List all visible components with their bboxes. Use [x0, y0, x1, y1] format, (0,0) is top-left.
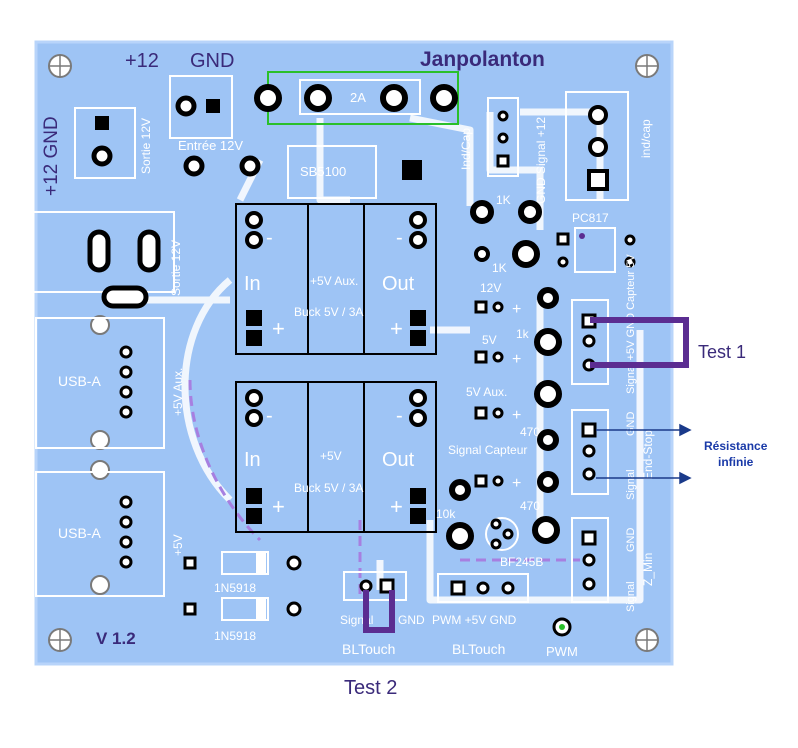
- bltouch-connector-1: [343, 571, 407, 601]
- dc-jack: [23, 211, 175, 293]
- bltouch-connector-2: [437, 573, 529, 603]
- svg-text:Signal Capteur: Signal Capteur: [448, 443, 527, 457]
- svg-text:470: 470: [520, 425, 540, 439]
- sortie-connector: [74, 107, 136, 179]
- svg-text:1N5918: 1N5918: [214, 581, 256, 595]
- diode-1n5918-2: 1N5918: [183, 597, 302, 643]
- resistance-arrows: [596, 423, 692, 485]
- label-fuse-2a: 2A: [350, 90, 366, 105]
- label-indcap-2: ind/cap: [639, 119, 653, 158]
- svg-text:Buck 5V / 3A: Buck 5V / 3A: [294, 481, 363, 495]
- label-pc817: PC817: [572, 211, 609, 225]
- test1-label: Test 1: [698, 342, 746, 362]
- svg-text:End-Stop: End-Stop: [641, 430, 655, 480]
- svg-text:12V: 12V: [480, 281, 501, 295]
- svg-text:GND: GND: [625, 412, 637, 437]
- svg-text:+: +: [272, 494, 285, 519]
- diode-sb5100: [287, 145, 377, 199]
- svg-text:GND: GND: [625, 528, 637, 553]
- svg-text:Signal: Signal: [625, 581, 637, 612]
- version-label: V 1.2: [96, 629, 136, 648]
- svg-text:PWM: PWM: [546, 644, 578, 659]
- indcap-connector-1: [487, 97, 519, 177]
- svg-text:+5V Aux.: +5V Aux.: [310, 274, 358, 288]
- svg-text:10k: 10k: [436, 507, 456, 521]
- label-plus12-gnd-left: +12 GND: [41, 116, 62, 196]
- svg-text:PWM +5V GND: PWM +5V GND: [432, 613, 517, 627]
- svg-text:+: +: [272, 316, 285, 341]
- label-sb5100: SB5100: [300, 164, 346, 179]
- label-sortie-12v-2: Sortie 12V: [169, 240, 183, 296]
- svg-text:+: +: [512, 351, 521, 368]
- resistance-label-2: infinie: [718, 455, 754, 469]
- svg-text:Signal +5V GND Capteur 5V: Signal +5V GND Capteur 5V: [625, 254, 637, 394]
- test1-loop: [590, 317, 689, 368]
- svg-text:Buck 5V / 3A: Buck 5V / 3A: [294, 305, 363, 319]
- svg-text:-: -: [266, 405, 273, 427]
- svg-text:5V: 5V: [482, 333, 497, 347]
- test2-label: Test 2: [344, 677, 397, 699]
- svg-text:Out: Out: [382, 273, 415, 295]
- label-sortie-12v: Sortie 12V: [139, 118, 153, 174]
- svg-text:+5V: +5V: [320, 449, 342, 463]
- svg-text:In: In: [244, 273, 261, 295]
- svg-text:+: +: [390, 316, 403, 341]
- buck-module-1: - - In Out + + +5V Aux. Buck 5V / 3A: [235, 203, 437, 355]
- svg-text:+5V Aux.: +5V Aux.: [171, 368, 185, 416]
- svg-text:Z_Min: Z_Min: [641, 553, 655, 586]
- svg-text:Signal: Signal: [625, 469, 637, 500]
- svg-text:470: 470: [520, 499, 540, 513]
- svg-text:BF245B: BF245B: [500, 555, 543, 569]
- resistance-label-1: Résistance: [704, 439, 768, 453]
- title: Janpolanton: [420, 48, 545, 71]
- svg-text:+5V: +5V: [171, 534, 185, 556]
- label-plus12-top: +12: [125, 50, 159, 72]
- svg-text:BLTouch: BLTouch: [342, 641, 395, 657]
- svg-text:1k: 1k: [516, 327, 530, 341]
- endstop-connector: GND Signal End-Stop: [571, 409, 655, 500]
- svg-text:+: +: [512, 301, 521, 318]
- capteur-connector: Signal +5V GND Capteur 5V: [571, 254, 637, 394]
- label-gnd-top: GND: [190, 50, 234, 72]
- svg-text:-: -: [396, 405, 403, 427]
- indcap-connector-2: [565, 91, 629, 201]
- entree-connector: [169, 75, 233, 139]
- pc817-optocoupler: [574, 227, 616, 273]
- label-1k-b: 1K: [492, 261, 507, 275]
- svg-text:Out: Out: [382, 449, 415, 471]
- svg-text:USB-A: USB-A: [58, 525, 101, 541]
- usb-a-connector-2: USB-A +5V: [35, 471, 185, 597]
- diode-1n5918-1: 1N5918: [183, 551, 302, 595]
- label-indcap-1: Ind/Cap: [459, 128, 473, 170]
- svg-text:In: In: [244, 449, 261, 471]
- svg-text:+: +: [512, 407, 521, 424]
- svg-text:GND: GND: [398, 613, 425, 627]
- svg-text:1N5918: 1N5918: [214, 629, 256, 643]
- label-1k-a: 1K: [496, 193, 511, 207]
- zmin-connector: GND Signal Z_Min: [571, 517, 655, 612]
- svg-text:+: +: [512, 475, 521, 492]
- label-entree-12v: Entrée 12V: [178, 138, 243, 153]
- mid-components: 12V + 1k 5V + 5V Aux. + 470 Signal Capte…: [436, 281, 562, 569]
- buck-module-2: - - In Out + + +5V Buck 5V / 3A: [235, 381, 437, 533]
- svg-text:-: -: [266, 227, 273, 249]
- svg-text:+: +: [390, 494, 403, 519]
- svg-text:USB-A: USB-A: [58, 373, 101, 389]
- label-gnd-signal-12: GND Signal +12: [534, 117, 548, 204]
- test2-jumper: [363, 590, 395, 633]
- svg-text:BLTouch: BLTouch: [452, 641, 505, 657]
- svg-text:-: -: [396, 227, 403, 249]
- svg-text:5V Aux.: 5V Aux.: [466, 385, 507, 399]
- usb-a-connector-1: USB-A +5V Aux.: [35, 317, 185, 449]
